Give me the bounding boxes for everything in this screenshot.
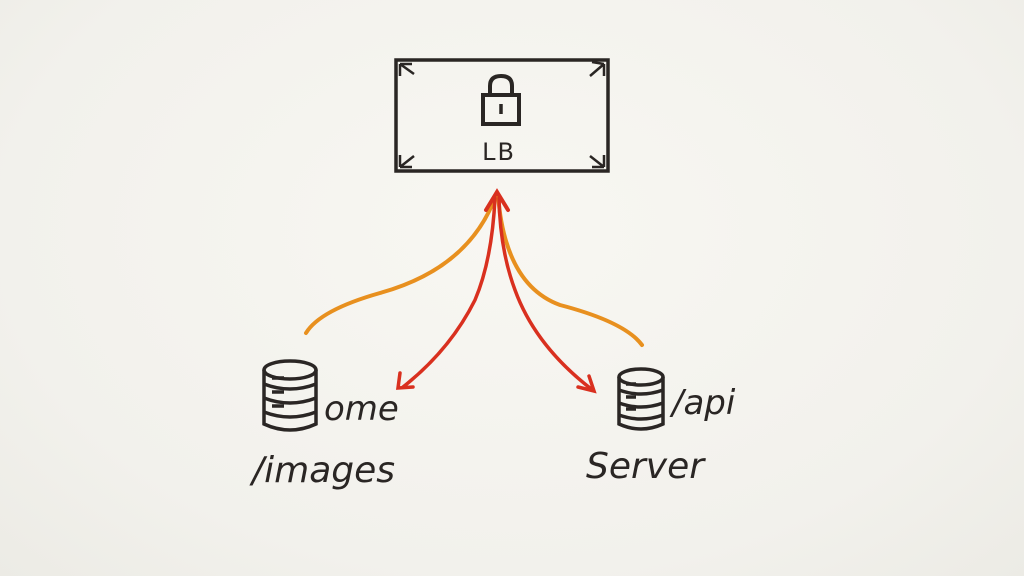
connection-arrows: [304, 188, 644, 394]
left-server-side-label: ome: [324, 389, 399, 429]
padlock-icon: [481, 73, 521, 126]
arrow-right-inner: [497, 196, 592, 390]
arrowhead-right: [576, 374, 597, 394]
right-server-node: /api Server: [586, 367, 736, 487]
right-server-side-label: /api: [669, 383, 736, 423]
load-balancer-node: LB: [394, 58, 610, 173]
arrowhead-top: [484, 188, 510, 212]
load-balancer-box: [394, 58, 610, 173]
load-balancer-label: LB: [482, 138, 516, 166]
left-server-label: /images: [249, 450, 395, 491]
arrowhead-left: [395, 371, 415, 390]
arrow-right-outer: [496, 193, 644, 347]
right-server-label: Server: [586, 446, 706, 487]
arrow-left-inner: [401, 196, 497, 389]
left-server-node: ome /images: [249, 359, 399, 491]
corner-arrows: [398, 60, 606, 169]
database-icon: [262, 359, 318, 432]
arrow-left-outer: [304, 193, 498, 335]
database-icon: [617, 367, 665, 431]
